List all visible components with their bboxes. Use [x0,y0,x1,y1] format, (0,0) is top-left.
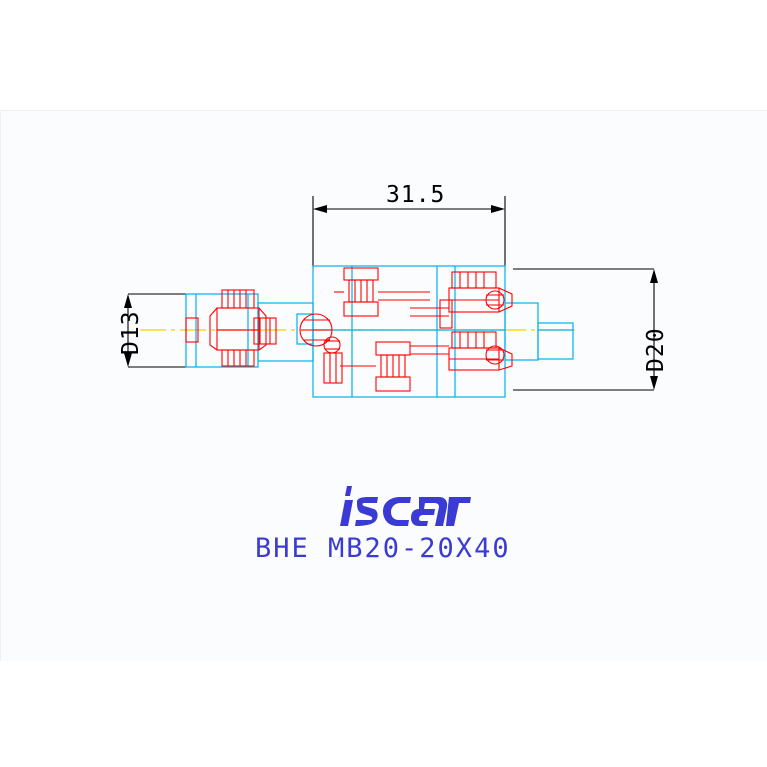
iscar-logo [340,486,471,526]
dimension-length-text: 31.5 [386,182,446,208]
part-number-label: BHE MB20-20X40 [255,533,511,564]
dimension-left-diameter-text: D13 [118,310,144,355]
dimension-lines [124,196,658,391]
drawing-sheet-background [0,110,767,661]
insert-detail [185,267,513,392]
dimension-right-diameter-text: D20 [643,327,669,372]
